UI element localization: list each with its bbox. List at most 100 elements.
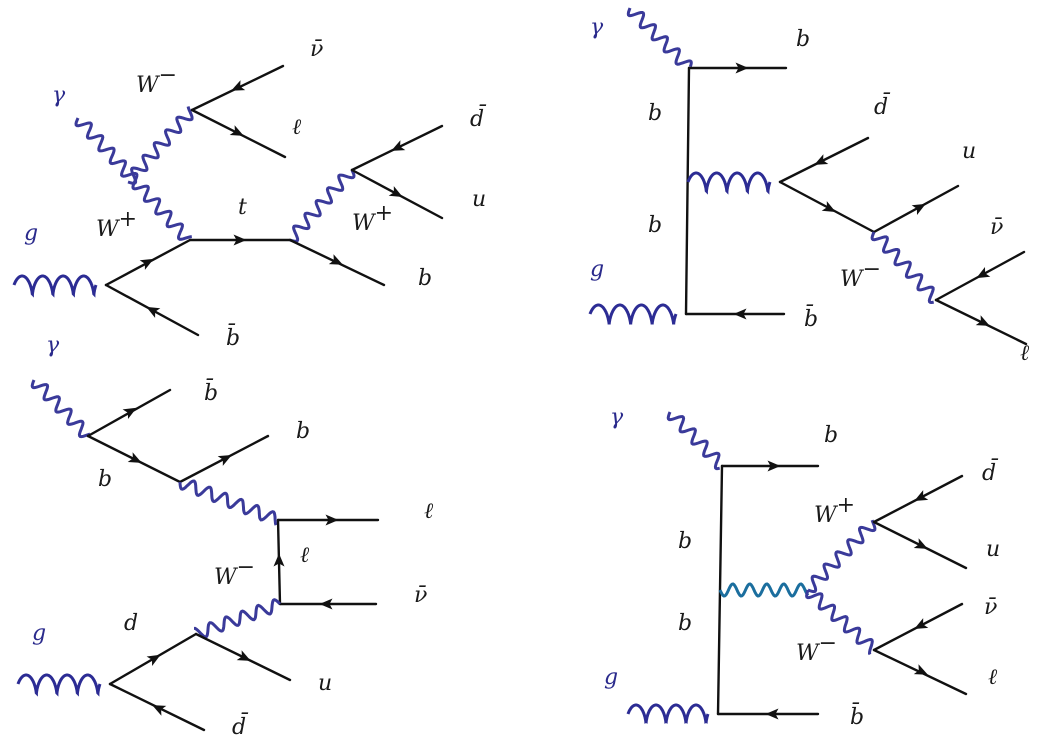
label-photon: γ bbox=[46, 333, 60, 358]
label-lepton: ℓ bbox=[1020, 341, 1030, 366]
arrow bbox=[139, 258, 154, 270]
arrow bbox=[913, 664, 928, 675]
arrow bbox=[319, 598, 333, 610]
label-gluon: g bbox=[604, 665, 618, 690]
arrow bbox=[735, 62, 749, 74]
arrow bbox=[325, 514, 339, 526]
w-minus-line bbox=[194, 598, 282, 639]
label-nubar: ν̄ bbox=[414, 583, 427, 608]
w-plus-line bbox=[807, 519, 877, 594]
arrow bbox=[975, 315, 990, 326]
arrow bbox=[328, 254, 343, 265]
gluon-line bbox=[626, 703, 710, 724]
arrow bbox=[273, 553, 285, 567]
diagram-top-right: γ g b b b d̄ u ν̄ W− b̄ ℓ bbox=[588, 7, 1030, 366]
arrow bbox=[146, 654, 161, 666]
arrow bbox=[911, 203, 926, 215]
label-b: b bbox=[796, 27, 810, 52]
fermion-dbar-line bbox=[778, 136, 870, 184]
arrow bbox=[391, 140, 406, 151]
label-lepton: ℓ bbox=[300, 543, 310, 568]
label-dbar: d̄ bbox=[874, 92, 891, 120]
label-lepton: ℓ bbox=[988, 665, 998, 690]
label-w-minus: W− bbox=[214, 555, 255, 590]
label-u: u bbox=[986, 537, 1000, 562]
diagram-top-left: γ g W− W+ t W+ ν̄ ℓ d̄ u b b̄ bbox=[12, 37, 487, 351]
label-lepton: ℓ bbox=[424, 499, 434, 524]
label-lepton: ℓ bbox=[292, 115, 302, 140]
z-photon-line bbox=[718, 582, 810, 598]
arrow bbox=[733, 308, 747, 320]
gluon-internal-line bbox=[686, 171, 772, 195]
arrow bbox=[233, 234, 247, 246]
w-line bbox=[178, 479, 278, 526]
label-dbar: d̄ bbox=[232, 712, 249, 740]
label-photon: γ bbox=[52, 83, 66, 108]
arrow bbox=[765, 708, 779, 720]
gluon-line bbox=[16, 673, 102, 697]
arrow bbox=[127, 452, 142, 463]
label-top: t bbox=[238, 195, 247, 220]
label-dbar: d̄ bbox=[470, 104, 487, 132]
w-minus-line bbox=[870, 231, 935, 305]
label-bbar: b̄ bbox=[804, 304, 818, 332]
photon-line bbox=[30, 379, 91, 439]
arrow bbox=[913, 538, 928, 549]
arrow bbox=[236, 650, 251, 661]
arrow bbox=[152, 705, 167, 716]
label-bbar: b̄ bbox=[226, 323, 240, 351]
arrow bbox=[914, 618, 929, 629]
fermion-vertical-b-line bbox=[684, 66, 691, 316]
arrow bbox=[388, 186, 403, 197]
label-gluon: g bbox=[590, 257, 604, 282]
label-u: u bbox=[962, 139, 976, 164]
arrow bbox=[122, 407, 137, 419]
label-photon: γ bbox=[610, 405, 624, 430]
label-b: b bbox=[98, 467, 112, 492]
photon-line bbox=[74, 117, 192, 241]
label-w-minus: W− bbox=[840, 257, 881, 292]
arrow bbox=[229, 125, 244, 136]
label-nubar: ν̄ bbox=[984, 595, 997, 620]
fermion-u-line bbox=[872, 184, 960, 234]
label-b: b bbox=[418, 266, 432, 291]
gluon-line bbox=[12, 274, 98, 298]
w-plus-line bbox=[289, 169, 356, 243]
label-u: u bbox=[472, 187, 486, 212]
diagram-bottom-left: γ b̄ b b ℓ ℓ W− ν̄ g d u d̄ bbox=[16, 333, 434, 740]
label-dbar: d̄ bbox=[982, 458, 999, 486]
arrow bbox=[821, 201, 836, 212]
arrow bbox=[231, 80, 246, 91]
label-d: d bbox=[124, 611, 138, 636]
w-minus-line bbox=[127, 106, 194, 185]
label-b: b bbox=[824, 423, 838, 448]
label-b: b bbox=[678, 611, 692, 636]
label-w-plus: W+ bbox=[352, 201, 393, 236]
arrow bbox=[767, 460, 781, 472]
arrow bbox=[914, 490, 929, 501]
label-b: b bbox=[648, 213, 662, 238]
diagram-bottom-right: γ b b b W+ W− d̄ u ν̄ ℓ g b̄ bbox=[604, 405, 1000, 730]
label-w-minus: W− bbox=[136, 63, 177, 98]
label-b: b bbox=[678, 529, 692, 554]
arrow bbox=[814, 154, 829, 165]
photon-line bbox=[666, 411, 721, 471]
arrow bbox=[976, 267, 991, 279]
label-nubar: ν̄ bbox=[310, 37, 323, 62]
label-b: b bbox=[296, 419, 310, 444]
arrow bbox=[217, 455, 232, 466]
label-w-plus: W+ bbox=[814, 493, 855, 528]
label-w-plus: W+ bbox=[96, 207, 137, 242]
label-bbar: b̄ bbox=[204, 378, 218, 406]
label-gluon: g bbox=[24, 221, 38, 246]
label-w-minus: W− bbox=[796, 631, 837, 666]
arrow bbox=[146, 306, 161, 318]
label-nubar: ν̄ bbox=[990, 215, 1003, 240]
gluon-line bbox=[588, 303, 678, 325]
label-photon: γ bbox=[590, 15, 604, 40]
label-gluon: g bbox=[32, 621, 46, 646]
label-bbar: b̄ bbox=[850, 702, 864, 730]
label-u: u bbox=[318, 671, 332, 696]
w-minus-line bbox=[805, 589, 874, 656]
